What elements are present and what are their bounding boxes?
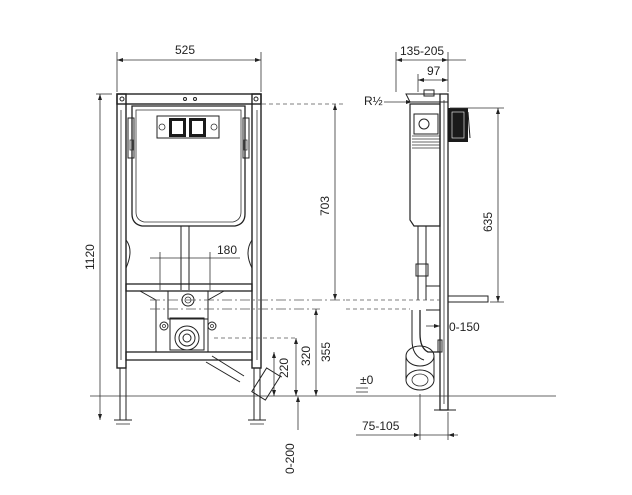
spring-hatch [412, 135, 440, 149]
dim-range-0-200: 0-200 [283, 443, 297, 474]
flush-plate [156, 115, 220, 139]
thread-label: R½ [364, 94, 383, 108]
side-dimensions: 135-205 97 R½ 635 0-150 ±0 75-105 [346, 44, 556, 440]
dim-floor-zero: ±0 [360, 373, 374, 387]
dim-height-703: 703 [318, 196, 332, 216]
dim-height-355: 355 [319, 342, 333, 362]
dim-height-320: 320 [299, 346, 313, 366]
dim-width-525: 525 [175, 43, 195, 57]
dim-height-1120: 1120 [83, 244, 97, 270]
dim-spacing-180: 180 [217, 243, 237, 257]
dim-range-220: 220 [277, 358, 291, 378]
dim-range-75-105: 75-105 [362, 419, 400, 433]
side-view [405, 89, 489, 411]
dim-depth-97: 97 [427, 64, 441, 78]
dim-depth-135-205: 135-205 [400, 44, 444, 58]
dim-range-0-150: 0-150 [449, 320, 480, 334]
front-view [114, 93, 281, 425]
front-dimensions: 525 1120 703 180 355 320 220 [83, 43, 346, 474]
dim-height-635: 635 [481, 212, 495, 232]
